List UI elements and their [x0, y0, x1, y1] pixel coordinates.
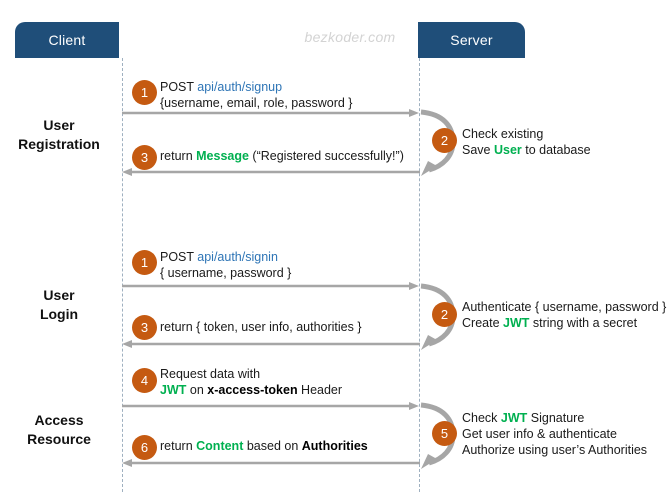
section-label-access-line1: Access — [34, 412, 84, 428]
step-badge-2a: 2 — [432, 128, 457, 153]
step-badge-1b: 1 — [132, 250, 157, 275]
section-label-access-line2: Resource — [27, 431, 91, 447]
section-label-registration-line1: User — [43, 117, 75, 133]
section-label-registration: User Registration — [0, 116, 118, 154]
step-badge-3a: 3 — [132, 145, 157, 170]
arrow-response-signup — [122, 167, 420, 177]
arrow-request-signin — [122, 281, 420, 291]
actor-server-label: Server — [450, 32, 493, 48]
section-label-login-line1: User — [43, 287, 75, 303]
arrow-response-resource — [122, 458, 420, 468]
message-text-resource-response: return Content based on Authorities — [160, 439, 368, 453]
section-label-registration-line2: Registration — [18, 136, 100, 152]
message-text-signup-request: POST api/auth/signup{username, email, ro… — [160, 80, 353, 110]
message-text-signin-request: POST api/auth/signin{ username, password… — [160, 250, 292, 280]
actor-client-label: Client — [48, 32, 86, 48]
section-label-login-line2: Login — [39, 306, 79, 322]
step-badge-6: 6 — [132, 435, 157, 460]
message-text-signup-response: return Message (“Registered successfully… — [160, 149, 404, 163]
message-text-server-authenticate: Authenticate { username, password }Creat… — [462, 300, 667, 330]
step-badge-3b: 3 — [132, 315, 157, 340]
arrow-response-signin — [122, 339, 420, 349]
step-badge-5: 5 — [432, 421, 457, 446]
actor-server-box: Server — [418, 22, 525, 58]
arrow-request-resource — [122, 401, 420, 411]
section-label-access: Access Resource — [0, 411, 118, 449]
step-badge-4: 4 — [132, 368, 157, 393]
watermark: bezkoder.com — [304, 29, 396, 45]
lifeline-server — [419, 58, 420, 492]
arrow-request-signup — [122, 108, 420, 118]
actor-client-box: Client — [15, 22, 119, 58]
step-badge-1a: 1 — [132, 80, 157, 105]
section-label-login: User Login — [0, 286, 118, 324]
message-text-signin-response: return { token, user info, authorities } — [160, 320, 362, 334]
step-badge-2b: 2 — [432, 302, 457, 327]
lifeline-client — [122, 58, 123, 492]
